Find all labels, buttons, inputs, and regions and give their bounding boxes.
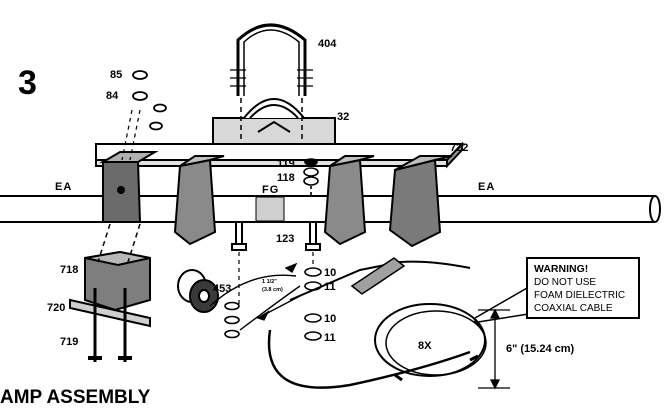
warning-box — [526, 257, 640, 319]
warning-title: WARNING! — [534, 263, 588, 275]
label-722: 722 — [450, 142, 468, 154]
label-11-top: 11 — [324, 281, 336, 293]
label-404: 404 — [318, 38, 337, 50]
label-32: 32 — [337, 111, 349, 123]
label-119: 119 — [277, 158, 295, 170]
label-11-bottom: 11 — [324, 332, 336, 344]
label-718: 718 — [60, 264, 78, 276]
fiberglass-insulator — [255, 196, 285, 222]
label-720: 720 — [47, 302, 65, 314]
spacing-note-line1: 1 1/2" — [262, 279, 277, 285]
loop-dimension: 6" (15.24 cm) — [506, 343, 575, 355]
warning-line-1: DO NOT USE — [534, 277, 596, 288]
center-hardware — [303, 158, 319, 196]
side-label-left: EA — [55, 181, 72, 193]
label-84: 84 — [106, 90, 119, 102]
wire-coil-453 — [177, 269, 219, 313]
spacing-note-line2: (3.8 cm) — [262, 287, 283, 293]
nuts-washers-10-11 — [224, 267, 322, 341]
coaxial-cable — [267, 257, 487, 389]
label-719: 719 — [60, 336, 78, 348]
element-clamps — [99, 151, 453, 248]
dimension-marks — [256, 262, 510, 390]
exploded-clamp-718 — [69, 223, 151, 362]
step-number: 3 — [18, 64, 37, 102]
caption: AMP ASSEMBLY — [0, 387, 151, 408]
warning-line-2: FOAM DIELECTRIC — [534, 290, 625, 301]
label-10-top: 10 — [324, 267, 336, 279]
label-85: 85 — [110, 69, 122, 81]
warning-line-3: COAXIAL CABLE — [534, 303, 613, 314]
saddle-bracket — [212, 98, 336, 145]
side-label-right: EA — [478, 181, 495, 193]
loop-count: 8X — [418, 340, 432, 352]
center-label-fg: FG — [262, 184, 279, 196]
u-bolt — [230, 23, 313, 142]
bolts-123 — [231, 222, 321, 305]
label-453: 453 — [213, 283, 231, 295]
washers-85-84 — [121, 70, 167, 161]
label-123: 123 — [276, 233, 294, 245]
label-118: 118 — [277, 172, 295, 184]
label-10-bottom: 10 — [324, 313, 336, 325]
